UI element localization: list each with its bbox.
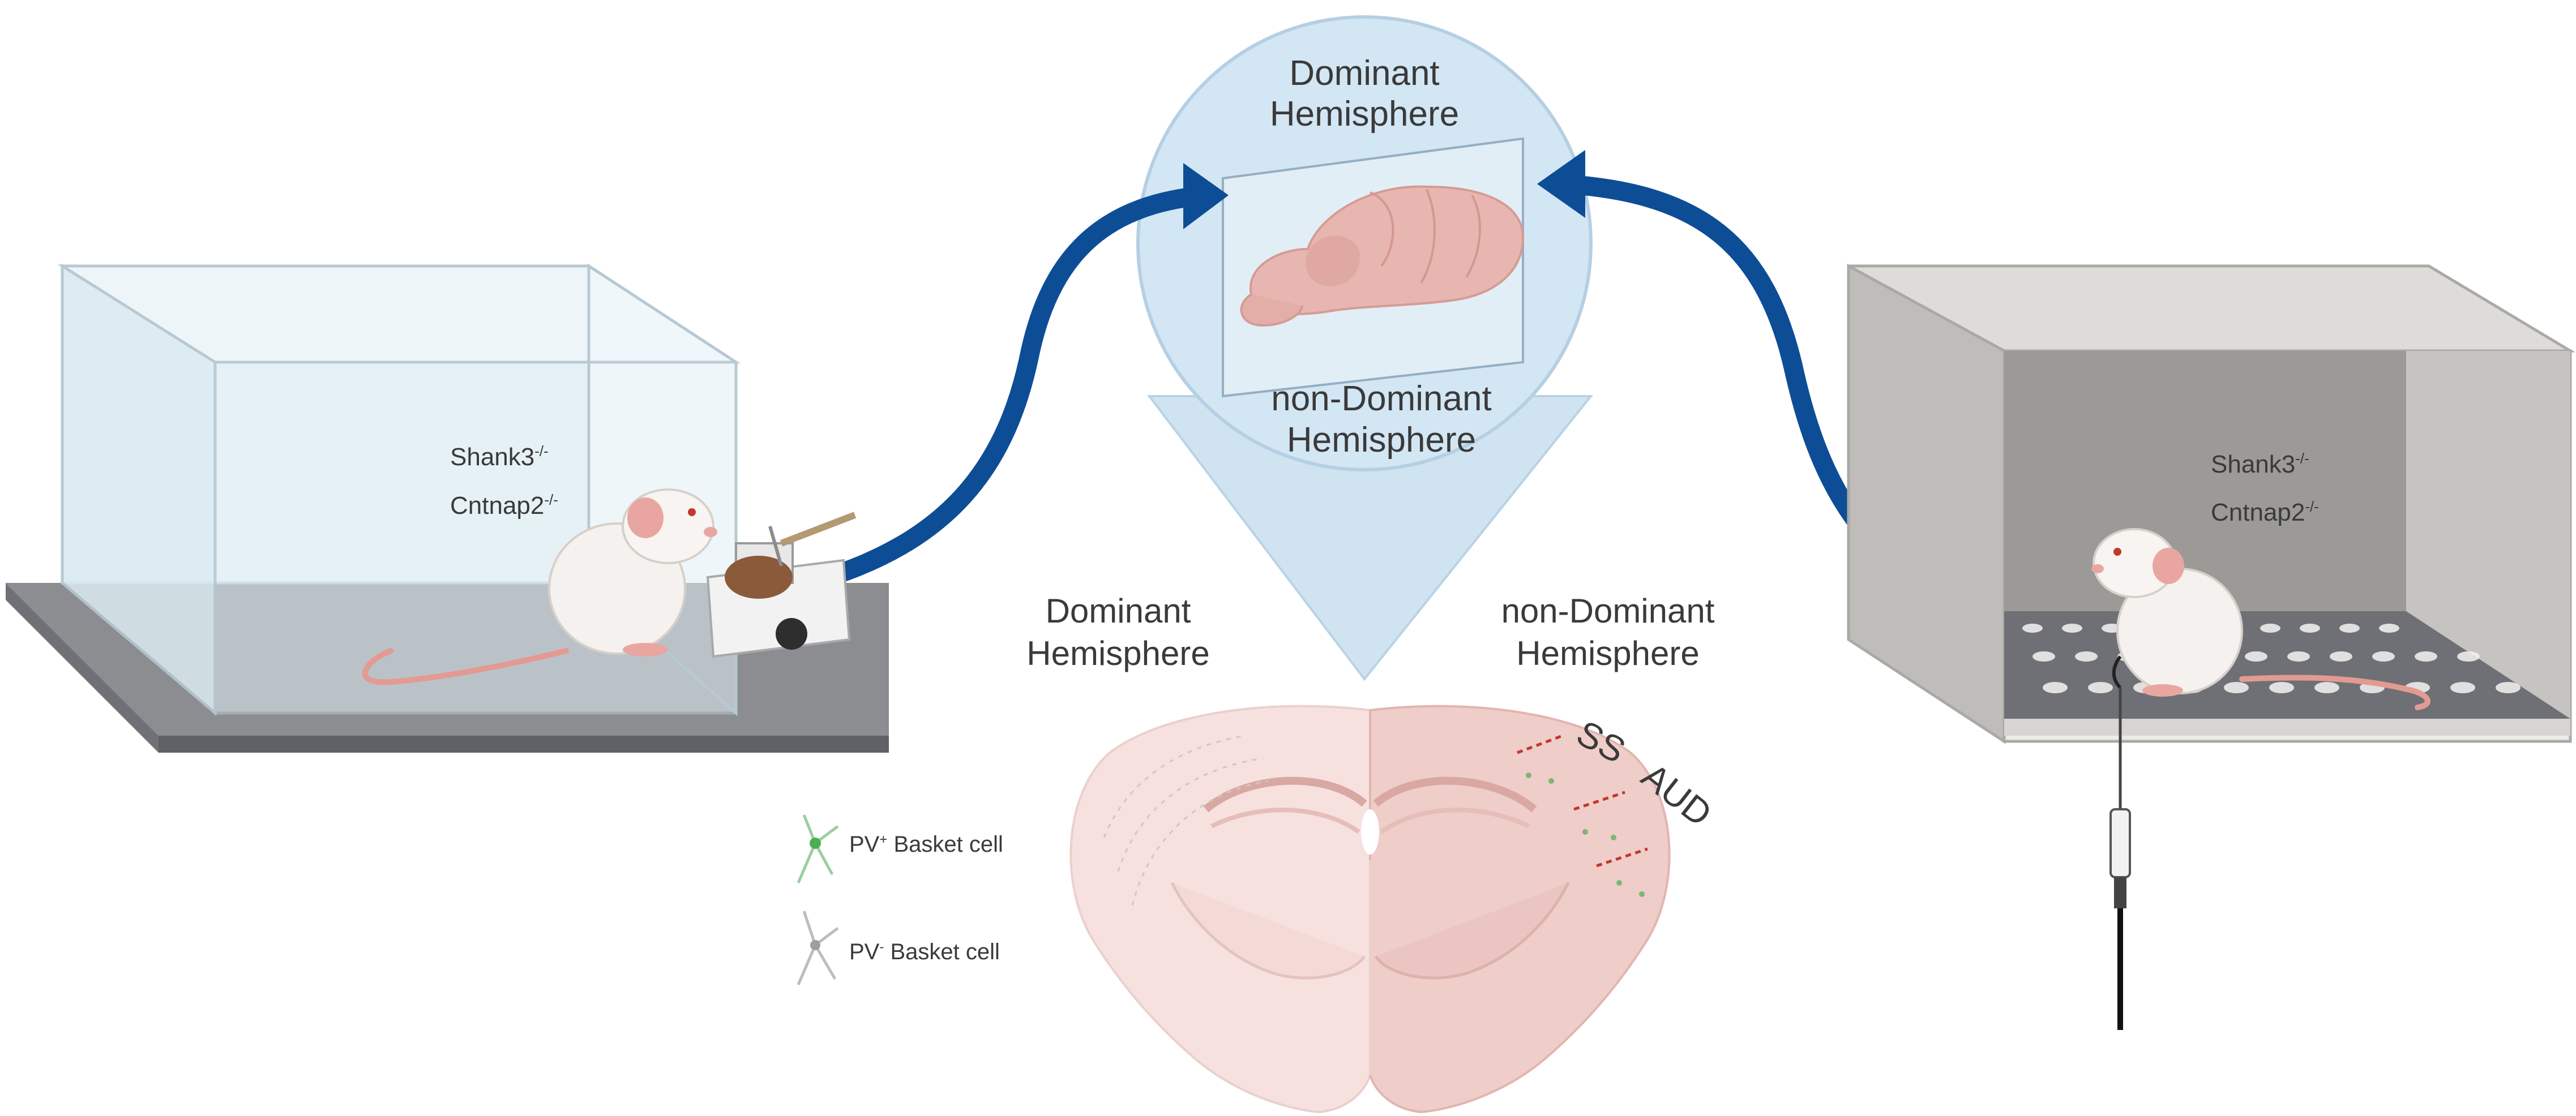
left-arrowhead [1183, 163, 1229, 229]
right-genotype-line2: Cntnap2-/- [2211, 498, 2319, 526]
coronal-non-dominant-label: non-Dominant [1501, 592, 1715, 630]
pv-negative-cell-icon [797, 911, 839, 985]
left-genotype-line2: Cntnap2-/- [450, 491, 558, 520]
left-mouse-illustration [362, 488, 717, 685]
left-curved-arrow [800, 163, 1229, 593]
coronal-non-dominant-label-2: Hemisphere [1516, 634, 1699, 672]
magnifier-bottom-label-2: Hemisphere [1287, 420, 1476, 460]
left-genotype-line1: Shank3-/- [450, 443, 549, 471]
right-arrowhead [1537, 150, 1585, 218]
reaching-apparatus [706, 512, 857, 658]
coronal-dominant-label-2: Hemisphere [1026, 634, 1209, 672]
electrode-probe [2109, 655, 2131, 1030]
left-glass-enclosure [6, 263, 889, 753]
pv-positive-cell-icon [797, 814, 839, 883]
right-mouse-illustration [2091, 528, 2431, 710]
sagittal-brain-illustration [1240, 185, 1525, 327]
right-genotype-line1: Shank3-/- [2211, 450, 2309, 478]
coronal-brain-section: SS AUD [1069, 705, 1719, 1114]
magnifier-bottom-label: non-Dominant [1271, 379, 1491, 418]
right-genotype-label: Shank3-/- Cntnap2-/- [2211, 450, 2319, 526]
cell-type-legend: PV+ Basket cell PV- Basket cell [797, 814, 1003, 985]
legend-pv-positive: PV+ Basket cell [849, 832, 1003, 857]
magnifier-top-label-2: Hemisphere [1270, 95, 1459, 134]
legend-pv-negative: PV- Basket cell [849, 939, 1000, 964]
left-genotype-label: Shank3-/- Cntnap2-/- [450, 443, 558, 520]
coronal-dominant-label: Dominant [1046, 592, 1191, 630]
magnifier-lens: Dominant Hemisphere non-Dominant Hemisph… [1136, 15, 1594, 681]
magnifier-top-label: Dominant [1289, 54, 1439, 93]
